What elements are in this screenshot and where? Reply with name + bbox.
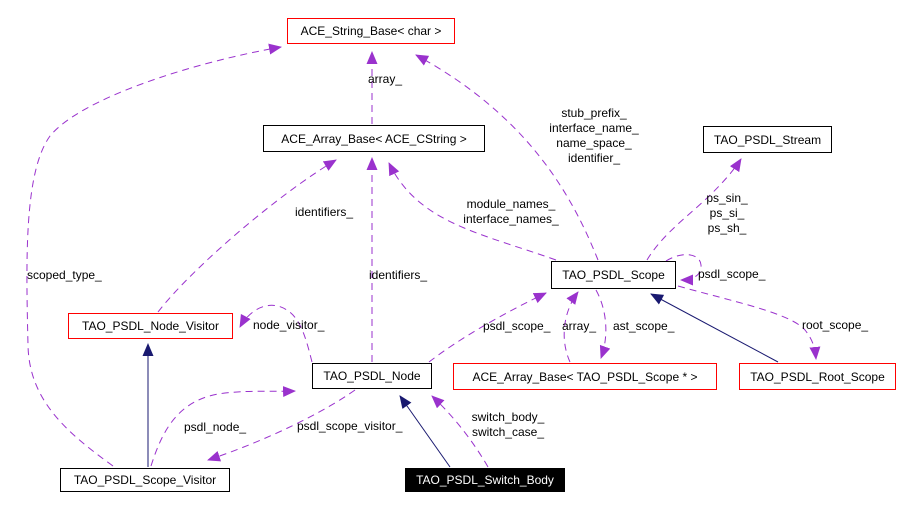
edge-label-switch-case: switch_case_ — [471, 425, 545, 439]
edge-label-psdl-scope-self: psdl_scope_ — [698, 267, 766, 281]
edge-label-ps-streams-group: ps_sin_ ps_si_ ps_sh_ — [695, 191, 759, 236]
node-ace-array-base-tao-psdl-scope-ptr[interactable]: ACE_Array_Base< TAO_PSDL_Scope * > — [453, 363, 717, 390]
node-tao-psdl-scope-visitor[interactable]: TAO_PSDL_Scope_Visitor — [60, 468, 230, 492]
edge-psdl-node-line — [150, 386, 296, 467]
node-tao-psdl-stream[interactable]: TAO_PSDL_Stream — [703, 126, 832, 153]
edge-label-psdl-scope-node: psdl_scope_ — [483, 319, 551, 333]
edge-scoped-type-line — [26, 43, 282, 467]
edge-ast-scope-line — [595, 289, 611, 359]
edge-psdl-scope-self-line — [665, 254, 702, 286]
edge-label-psdl-node: psdl_node_ — [184, 420, 247, 434]
edge-label-ps-sh: ps_sh_ — [707, 221, 747, 235]
edge-label-interface-names: interface_names_ — [463, 212, 559, 226]
edge-label-ps-sin: ps_sin_ — [706, 191, 748, 205]
edge-label-psdl-scope-visitor: psdl_scope_visitor_ — [297, 419, 403, 433]
edge-label-array-mid: array_ — [562, 319, 597, 333]
edge-label-stub-prefix-group: stub_prefix_ interface_name_ name_space_… — [536, 106, 652, 166]
edge-label-identifiers-mid: identifiers_ — [369, 268, 428, 282]
edge-node-visitor-line — [239, 304, 313, 363]
node-tao-psdl-node[interactable]: TAO_PSDL_Node — [312, 363, 432, 389]
edge-label-ps-si: ps_si_ — [709, 206, 745, 220]
edge-ps-streams-line — [646, 158, 742, 261]
node-tao-psdl-root-scope[interactable]: TAO_PSDL_Root_Scope — [739, 363, 896, 390]
node-tao-psdl-switch-body: TAO_PSDL_Switch_Body — [405, 468, 565, 492]
node-tao-psdl-scope[interactable]: TAO_PSDL_Scope — [551, 261, 676, 289]
node-ace-array-base-ace-cstring[interactable]: ACE_Array_Base< ACE_CString > — [263, 125, 485, 152]
edge-label-name-space: name_space_ — [556, 136, 632, 150]
edge-module-names-line — [388, 162, 557, 261]
edge-switch-body-line — [431, 395, 489, 468]
edge-psdl-scope-node-line — [428, 292, 547, 363]
node-ace-string-base-char[interactable]: ACE_String_Base< char > — [287, 18, 455, 44]
edge-label-root-scope: root_scope_ — [802, 318, 869, 332]
edge-label-identifiers-left: identifiers_ — [295, 205, 354, 219]
edge-label-module-names: module_names_ — [466, 197, 556, 211]
edge-identifiers-left-line — [157, 159, 337, 313]
edge-label-switch-body: switch_body_ — [471, 410, 545, 424]
edge-psdl-scope-visitor-line — [207, 389, 356, 462]
edge-label-scoped-type: scoped_type_ — [27, 268, 102, 282]
edge-label-module-names-group: module_names_ interface_names_ — [443, 197, 579, 227]
edge-label-interface-name: interface_name_ — [549, 121, 639, 135]
edge-label-ast-scope: ast_scope_ — [613, 319, 675, 333]
node-tao-psdl-node-visitor[interactable]: TAO_PSDL_Node_Visitor — [68, 313, 233, 339]
edge-label-array-top: array_ — [368, 72, 403, 86]
edge-inherit-switch-body-line — [399, 395, 451, 468]
edge-root-scope-line — [677, 285, 821, 360]
edge-label-switch-body-group: switch_body_ switch_case_ — [462, 410, 554, 440]
edge-label-identifier: identifier_ — [567, 151, 621, 165]
edge-label-node-visitor: node_visitor_ — [253, 318, 325, 332]
edge-array-mid-line — [563, 291, 579, 363]
edge-stub-prefix-line — [415, 54, 599, 261]
edge-label-stub-prefix: stub_prefix_ — [561, 106, 627, 120]
edge-inherit-root-scope-line — [650, 293, 779, 363]
